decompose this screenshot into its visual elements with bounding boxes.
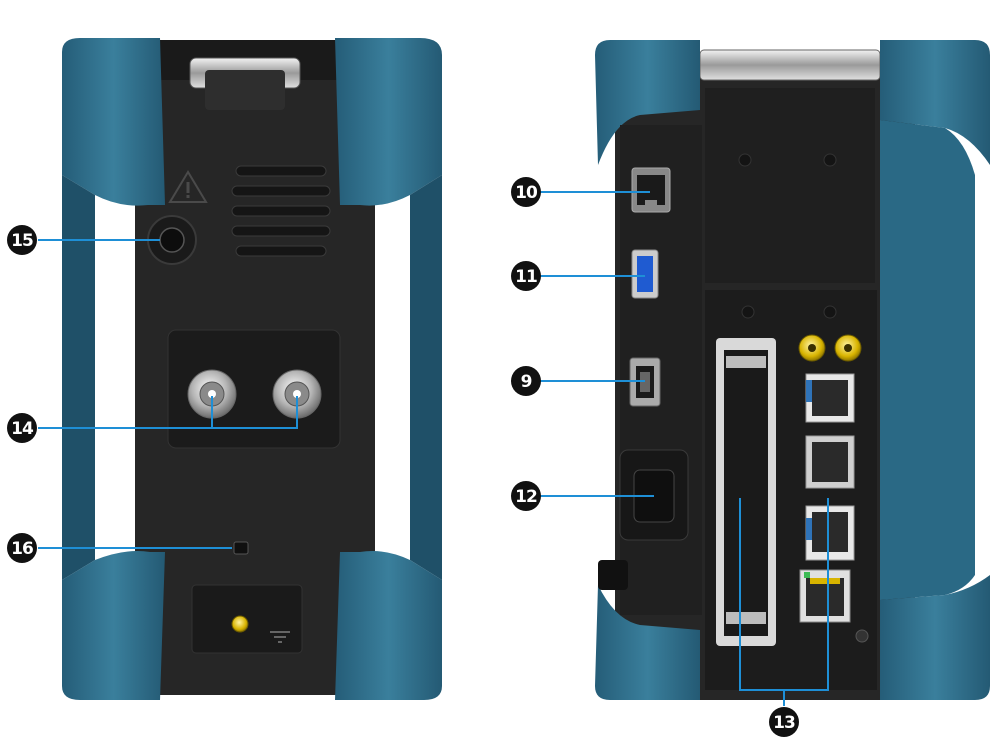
power-jack (147, 215, 197, 265)
callout-9-text: 9 (521, 372, 532, 392)
callout-13: 13 (769, 707, 799, 737)
callout-15: 15 (7, 225, 37, 255)
callout-10-text: 10 (515, 183, 538, 203)
left-handle-hinge (205, 70, 285, 110)
callout-16: 16 (7, 533, 37, 563)
right-bumper-bottom-right (880, 575, 990, 700)
callout-12-text: 12 (515, 487, 537, 507)
callout-13-text: 13 (773, 713, 795, 733)
left-bumper-side-right (410, 175, 442, 580)
right-bumper-side-right (880, 120, 975, 600)
gold-connector (834, 334, 862, 362)
cable-clip (598, 560, 628, 590)
callout-14-text: 14 (11, 419, 34, 439)
left-bumper-bottom-right (335, 551, 442, 700)
right-bumper-top-left (595, 40, 700, 165)
callout-11: 11 (511, 261, 541, 291)
vent-grille (231, 165, 331, 257)
left-bumper-top-right (335, 38, 442, 206)
bnc-connector-icon (272, 369, 322, 419)
ethernet-port-icon (631, 167, 671, 213)
callout-10: 10 (511, 177, 541, 207)
left-bumper-side-left (62, 175, 95, 580)
leader-lines-left (38, 239, 298, 549)
leader-lines-right (540, 191, 829, 706)
sfp-port (805, 505, 855, 561)
right-device: 1 2 (540, 40, 990, 706)
right-bumper-top-right (880, 40, 990, 165)
sfp-port (805, 373, 855, 423)
ethernet-port-icon (799, 569, 851, 623)
callout-9: 9 (511, 366, 541, 396)
callout-12: 12 (511, 481, 541, 511)
right-bumper-bottom-left (595, 585, 700, 700)
callout-16-text: 16 (11, 539, 33, 559)
left-device (38, 38, 442, 700)
upper-panel (705, 88, 875, 283)
callout-14: 14 (7, 413, 37, 443)
left-bumper-bottom-left (62, 551, 165, 700)
callout-15-text: 15 (11, 231, 33, 251)
status-indicator (233, 541, 249, 555)
usb-port-icon (631, 249, 659, 299)
ground-recess (191, 584, 303, 654)
warning-triangle-icon (168, 170, 208, 203)
ground-screw-icon (231, 615, 290, 643)
callout-11-text: 11 (515, 267, 537, 287)
left-bumper-top-left (62, 38, 165, 206)
gold-connector (798, 334, 826, 362)
sfp-port (805, 435, 855, 489)
right-handle-bar (699, 49, 881, 81)
